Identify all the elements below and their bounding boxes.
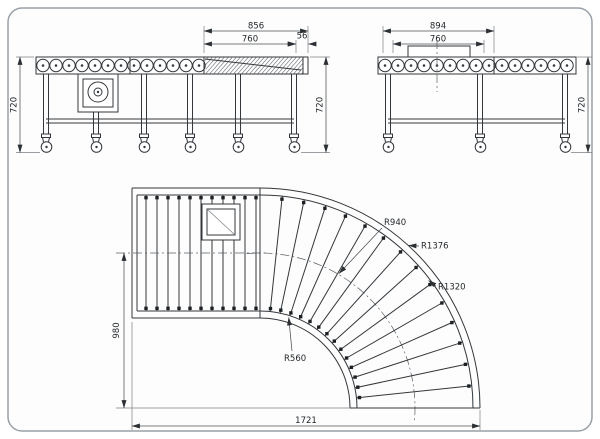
dimensions-view-b: 894 760 720	[382, 22, 592, 153]
plan-view-curved-conveyor: 980 1721 R940 R1376 R1320 R560	[112, 187, 481, 430]
dim-720-right-label: 720	[316, 97, 326, 113]
curve-frame-arcs	[246, 187, 481, 422]
dim-720-left-label: 720	[10, 97, 20, 113]
plan-drive-box	[201, 203, 241, 241]
dim-760-label-a: 760	[242, 35, 258, 45]
side-view-conveyor-b: 894 760 720	[377, 22, 592, 153]
dim-760-label-b: 760	[430, 35, 446, 45]
side-view-conveyor-a: 856 760 56 720 720	[10, 22, 330, 153]
dim-980-label: 980	[112, 322, 122, 338]
drive-unit	[77, 73, 119, 113]
r1376-label: R1376	[421, 242, 449, 252]
inner-frame-arc	[259, 317, 351, 409]
caster-wheels	[40, 133, 301, 153]
dim-894-label: 894	[430, 22, 446, 32]
curve-fan-rollers	[268, 196, 472, 400]
dim-1721-label: 1721	[295, 416, 317, 426]
drive-housing-inner	[82, 78, 114, 108]
belt-taper-line	[204, 58, 302, 71]
dimensions-view-a: 856 760 56 720 720	[10, 22, 330, 153]
dim-720-label-b: 720	[578, 97, 588, 113]
motor-pulley-hub	[93, 87, 103, 97]
curve-centerline-arc	[246, 252, 416, 422]
end-cap	[302, 56, 309, 75]
inner-roller-arc	[259, 310, 358, 409]
r1320-label: R1320	[438, 283, 466, 293]
r560-label: R560	[284, 354, 306, 364]
top-plate	[407, 45, 471, 58]
dim-56-label: 56	[297, 32, 308, 42]
motor-pulley	[87, 81, 109, 103]
motor-axle-dot	[96, 90, 100, 94]
outer-roller-arc	[259, 194, 474, 409]
outer-frame-arc	[259, 187, 481, 409]
dim-856-label: 856	[248, 22, 264, 32]
r940-label: R940	[384, 218, 406, 228]
roller-end-circles	[378, 58, 574, 73]
roller-end-circles	[36, 58, 206, 73]
dimensions-plan: 980 1721 R940 R1376 R1320 R560	[112, 218, 481, 430]
caster-wheels	[382, 133, 572, 153]
